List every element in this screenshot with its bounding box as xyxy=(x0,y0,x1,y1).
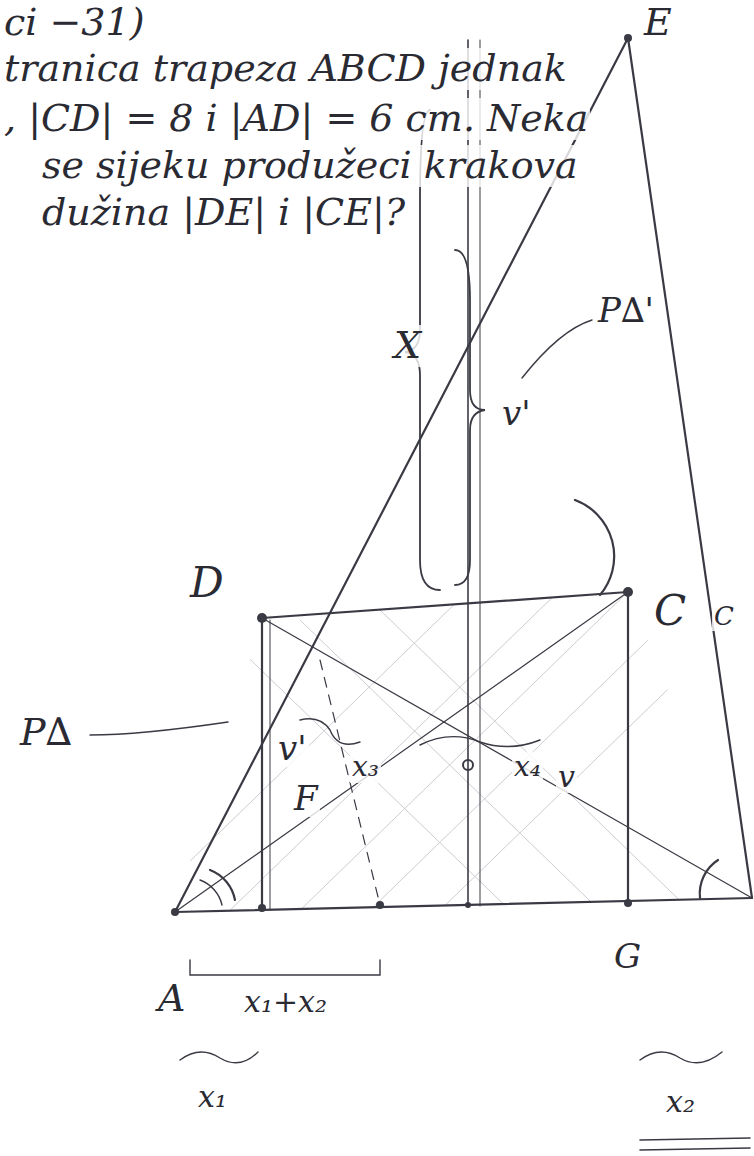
header-text: , |CD| = 8 i |AD| = 6 cm. Neka xyxy=(2,98,590,140)
length-label: x₁+x₂ xyxy=(242,985,329,1018)
point-label: G xyxy=(612,938,643,975)
length-label: x₁ xyxy=(196,1080,229,1113)
height-label: v' xyxy=(276,730,309,767)
length-label: X xyxy=(392,325,423,367)
length-label: x₂ xyxy=(664,1085,697,1118)
point-label: A xyxy=(156,978,187,1020)
length-label: x₄ xyxy=(512,752,543,783)
height-label: v' xyxy=(500,395,533,432)
header-text: tranica trapeza ABCD jednak xyxy=(2,48,569,90)
point-label: D xyxy=(188,560,226,606)
height-label: v xyxy=(556,760,577,793)
point-label: C xyxy=(712,602,736,631)
hatching xyxy=(150,560,754,930)
header-text: dužina |DE| i |CE|? xyxy=(40,192,407,234)
point-label: E xyxy=(642,2,674,44)
point-label: F xyxy=(292,780,320,817)
length-label: x₃ xyxy=(350,752,381,783)
header-text: se sijeku produžeci krakova xyxy=(40,145,580,187)
area-label: P∆ xyxy=(18,712,74,754)
header-text: ci −31) xyxy=(2,2,147,44)
point-label: C xyxy=(652,588,688,634)
area-label: P∆' xyxy=(596,292,656,329)
